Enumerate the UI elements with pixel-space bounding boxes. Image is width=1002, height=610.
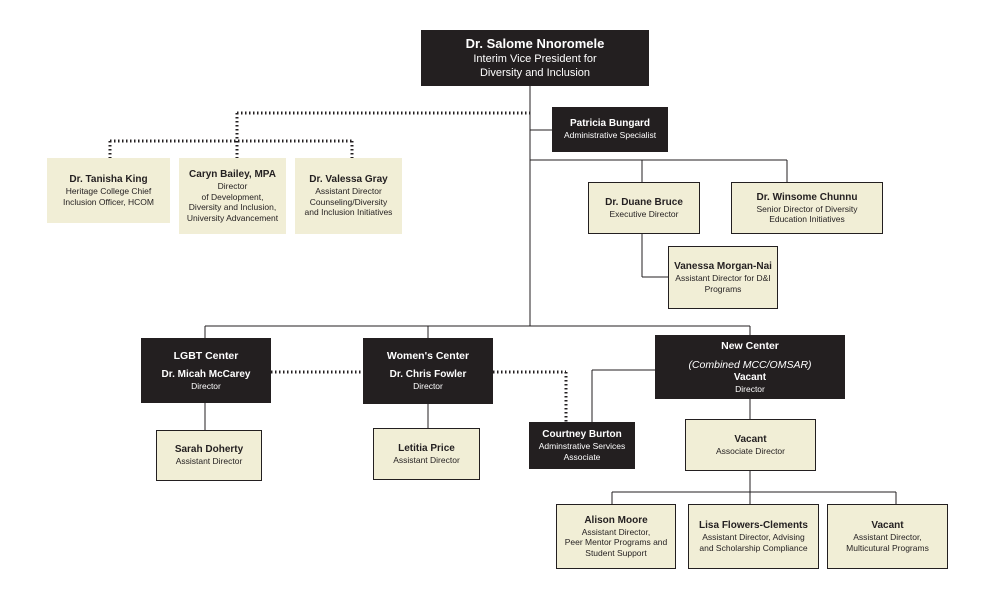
node-title: Assistant Director [175, 456, 243, 467]
node-title: Education Initiatives [769, 214, 845, 224]
assistant-node: Patricia Bungard Administrative Speciali… [552, 107, 668, 152]
price-node: Letitia Price Assistant Director [373, 428, 480, 480]
new-center-node: New Center (Combined MCC/OMSAR) Vacant D… [655, 335, 845, 399]
node-name: Lisa Flowers-Clements [699, 520, 808, 531]
root-node: Dr. Salome Nnoromele Interim Vice Presid… [421, 30, 649, 86]
node-title: Assistant Director for D&I [675, 273, 771, 283]
node-name: Vacant [733, 371, 767, 383]
burton-node: Courtney Burton Adminstrative Services A… [529, 422, 635, 469]
node-title: Associate Director [716, 445, 785, 456]
node-title: Peer Mentor Programs and [564, 537, 668, 548]
node-name: Courtney Burton [542, 429, 622, 440]
node-title: Senior Director of Diversity [756, 203, 858, 214]
node-title: Assistant Director [315, 186, 382, 197]
node-title: Diversity and Inclusion, [188, 202, 277, 212]
node-title: Interim Vice President for [473, 53, 597, 65]
node-title: Adminstrative Services [538, 441, 626, 451]
bruce-node: Dr. Duane Bruce Executive Director [588, 182, 700, 234]
node-title: Director [191, 380, 221, 391]
node-name: Dr. Tanisha King [69, 174, 148, 185]
node-title: Assistant Director, [853, 532, 922, 542]
node-name: Dr. Salome Nnoromele [465, 36, 605, 51]
node-name: Alison Moore [584, 514, 648, 526]
node-title: and Inclusion Initiatives [304, 207, 393, 218]
flowers-clements-node: Lisa Flowers-Clements Assistant Director… [688, 504, 819, 569]
center-name: LGBT Center [173, 349, 239, 362]
node-title: Director [735, 383, 765, 394]
node-title: Executive Director [609, 208, 679, 219]
gray-node: Dr. Valessa Gray Assistant Director Coun… [295, 158, 402, 234]
node-name: Dr. Valessa Gray [309, 174, 388, 186]
node-title: Heritage College Chief [65, 186, 152, 196]
node-title: University Advancement [186, 212, 279, 223]
node-title: Director [413, 381, 443, 392]
node-title: Assistant Director, Advising [702, 532, 805, 542]
morgan-node: Vanessa Morgan-Nai Assistant Director fo… [668, 246, 778, 309]
vacant-multicultural-node: Vacant Assistant Director, Multicutural … [827, 504, 948, 569]
node-name: Letitia Price [398, 442, 455, 454]
node-title: Diversity and Inclusion [479, 67, 591, 79]
node-title: Counseling/Diversity [309, 196, 388, 207]
node-title: Administrative Specialist [563, 130, 657, 141]
node-name: Sarah Doherty [174, 444, 244, 456]
center-name: Women's Center [386, 350, 470, 363]
lgbt-center-node: LGBT Center Dr. Micah McCarey Director [141, 338, 271, 403]
associate-director-node: Vacant Associate Director [685, 419, 816, 471]
node-title: Assistant Director [393, 454, 460, 465]
node-title: and Scholarship Compliance [699, 542, 808, 553]
node-title: Director [217, 181, 248, 191]
node-name: Dr. Duane Bruce [605, 196, 683, 208]
node-name: Dr. Winsome Chunnu [756, 191, 858, 203]
node-name: Vacant [734, 433, 767, 445]
chunnu-node: Dr. Winsome Chunnu Senior Director of Di… [731, 182, 883, 234]
node-name: Dr. Chris Fowler [389, 369, 467, 381]
node-title: Programs [704, 283, 742, 294]
node-name: Dr. Micah McCarey [161, 368, 251, 380]
doherty-node: Sarah Doherty Assistant Director [156, 430, 262, 481]
womens-center-node: Women's Center Dr. Chris Fowler Director [363, 338, 493, 404]
node-name: Vacant [871, 520, 904, 531]
node-title: Student Support [585, 547, 647, 558]
bailey-node: Caryn Bailey, MPA Director of Developmen… [179, 158, 286, 234]
king-node: Dr. Tanisha King Heritage College Chief … [47, 158, 170, 223]
node-title: of Development, [201, 191, 264, 202]
node-name: Patricia Bungard [569, 118, 651, 130]
node-name: Caryn Bailey, MPA [189, 169, 276, 180]
node-title: Multicutural Programs [846, 542, 929, 553]
node-title: Inclusion Officer, HCOM [62, 196, 154, 207]
node-title: Assistant Director, [581, 526, 651, 537]
node-title: Associate [563, 451, 601, 462]
center-name: New Center [721, 339, 779, 352]
moore-node: Alison Moore Assistant Director, Peer Me… [556, 504, 676, 569]
node-name: Vanessa Morgan-Nai [674, 261, 772, 272]
center-subtitle: (Combined MCC/OMSAR) [688, 358, 812, 371]
